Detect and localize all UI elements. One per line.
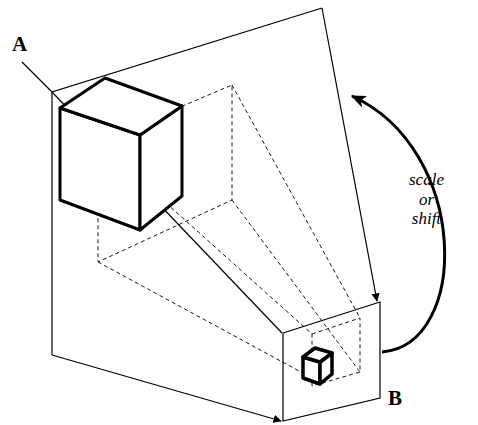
arrow-label: scale or shift (409, 170, 444, 229)
point-label: A (12, 32, 27, 57)
cube (60, 78, 182, 230)
projected-cube (303, 348, 332, 384)
curved-arrow (352, 96, 445, 352)
frustum-edges (22, 8, 380, 421)
point-label: B (388, 386, 402, 411)
